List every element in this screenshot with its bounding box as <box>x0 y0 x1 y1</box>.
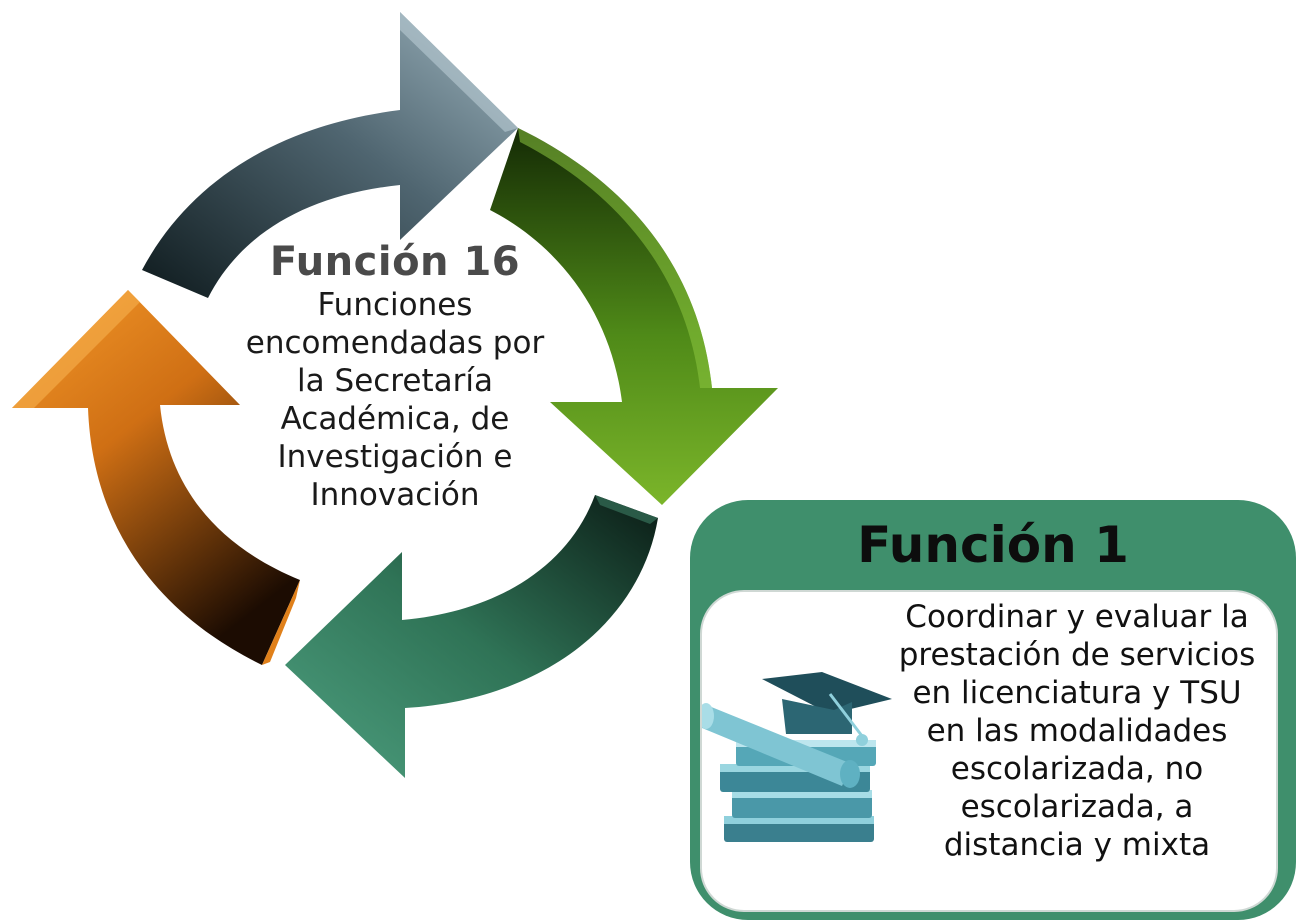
card-desc-line: Coordinar y evaluar la <box>905 599 1249 635</box>
center-desc-line: la Secretaría <box>297 363 493 399</box>
center-description: Funciones encomendadas por la Secretaría… <box>215 286 575 514</box>
center-desc-line: Innovación <box>310 477 480 513</box>
cycle-arrow-right <box>490 128 778 505</box>
center-desc-line: Investigación e <box>277 439 513 475</box>
card-desc-line: escolarizada, a <box>960 789 1194 825</box>
cycle-arrows-icon <box>12 12 778 778</box>
center-title: Función 16 <box>269 239 521 285</box>
card-description: Coordinar y evaluar la prestación de ser… <box>882 598 1272 864</box>
graduation-books-icon <box>702 672 892 842</box>
function-card: Función 1 Coordinar y evaluar la prestac… <box>690 500 1296 920</box>
center-text-block: Función 16 Funciones encomendadas por la… <box>215 238 575 514</box>
card-desc-line: escolarizada, no <box>950 751 1204 787</box>
card-desc-line: en licenciatura y TSU <box>912 675 1242 711</box>
cycle-arrow-bottom <box>285 495 658 778</box>
cycle-arrow-left <box>12 290 300 665</box>
card-content-panel: Coordinar y evaluar la prestación de ser… <box>700 590 1278 912</box>
center-desc-line: Funciones <box>317 287 473 323</box>
cycle-arrow-top <box>142 12 518 298</box>
card-title: Función 1 <box>857 516 1129 574</box>
center-desc-line: Académica, de <box>280 401 510 437</box>
center-desc-line: encomendadas por <box>245 325 545 361</box>
card-desc-line: en las modalidades <box>926 713 1228 749</box>
card-desc-line: distancia y mixta <box>943 827 1211 863</box>
card-desc-line: prestación de servicios <box>898 637 1256 673</box>
